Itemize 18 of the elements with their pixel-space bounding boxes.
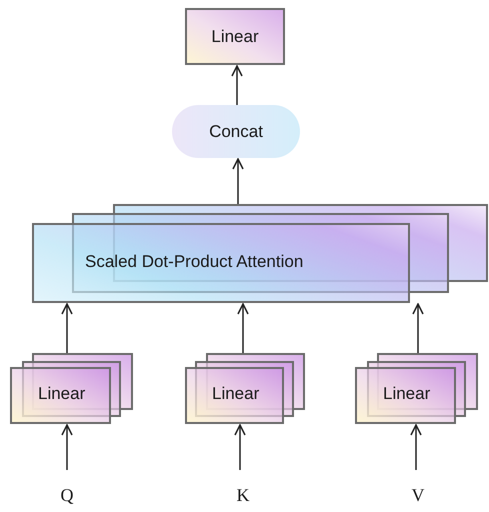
box-label: Linear: [211, 26, 259, 46]
input-label: K: [236, 484, 250, 506]
input-label: V: [412, 484, 424, 506]
box-label: Concat: [209, 122, 263, 142]
input-label: Q: [60, 484, 74, 506]
arrow: [231, 65, 243, 105]
arrow: [237, 303, 249, 353]
box-label: Linear: [212, 384, 260, 404]
arrow: [232, 158, 244, 204]
arrow: [410, 424, 422, 470]
linear-layer-box: [185, 8, 285, 65]
box-label: Linear: [38, 384, 86, 404]
box-label: Linear: [383, 384, 430, 404]
box-label: Scaled Dot-Product Attention: [85, 252, 304, 272]
arrow: [412, 303, 424, 353]
arrow: [61, 424, 73, 470]
arrow: [61, 303, 73, 353]
arrow: [234, 424, 246, 470]
